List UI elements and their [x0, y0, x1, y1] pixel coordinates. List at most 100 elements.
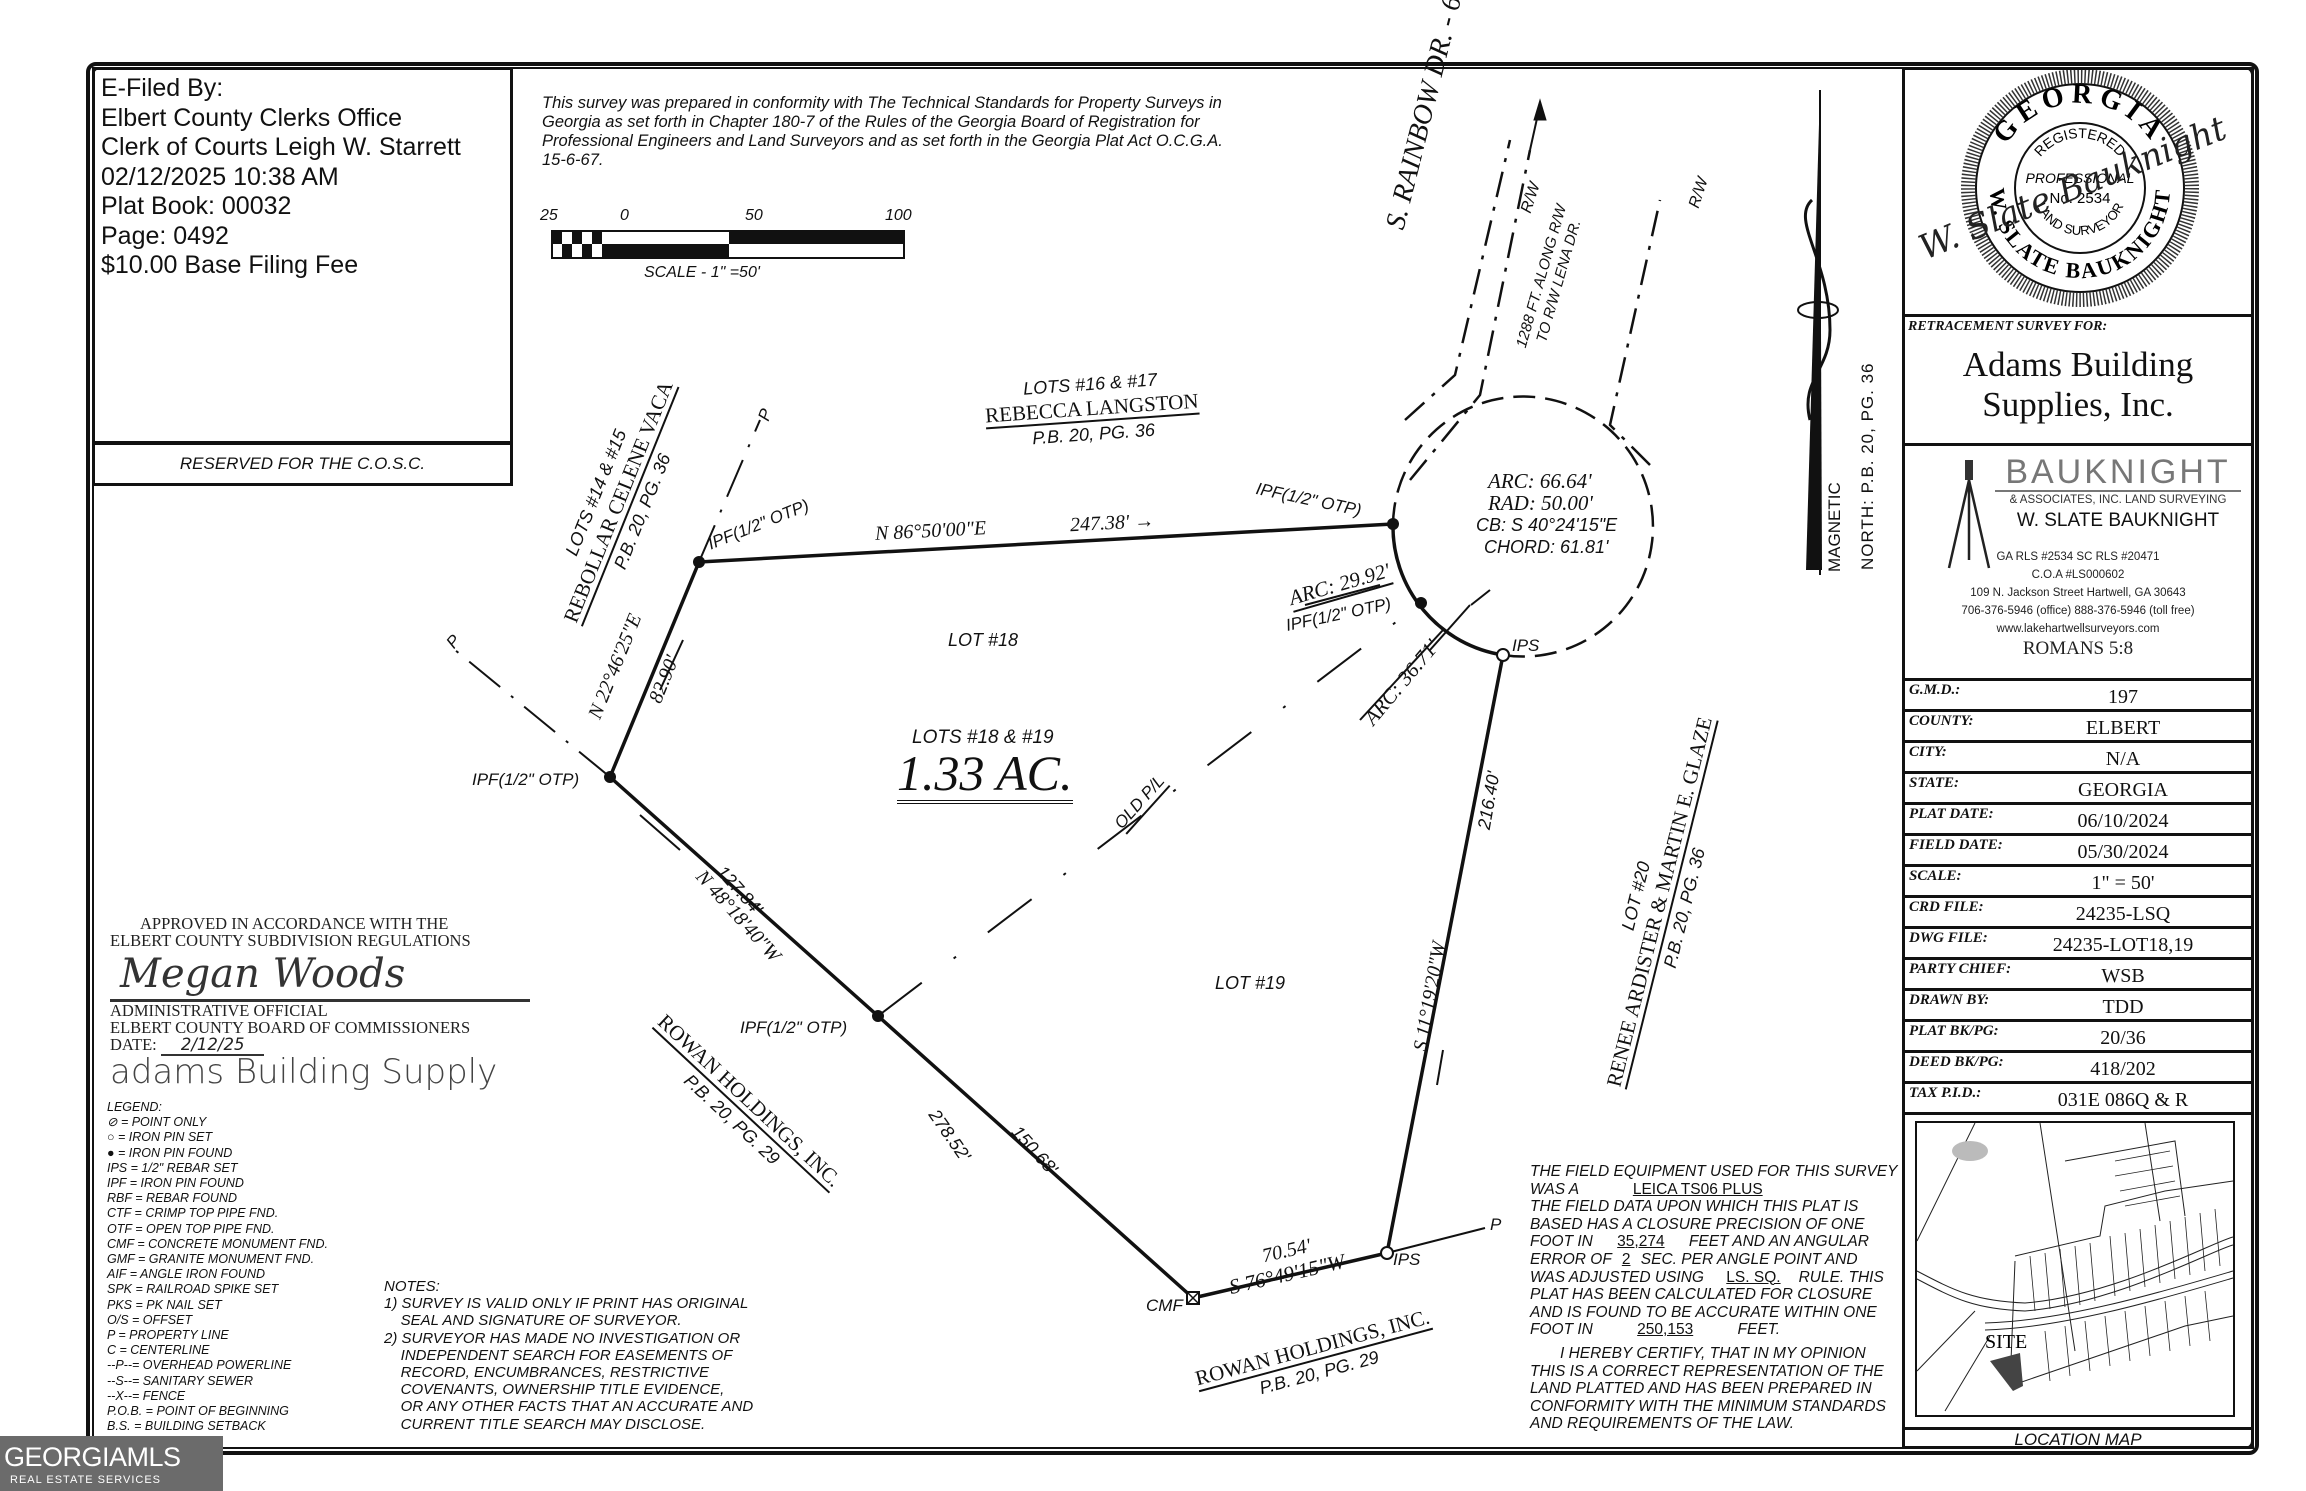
- company-subtitle: & ASSOCIATES, INC. LAND SURVEYING: [2009, 494, 2227, 506]
- seal-text: No. 2534: [2050, 190, 2111, 207]
- closure-value: 35,274: [1617, 1233, 1665, 1251]
- plat-border: [86, 62, 2259, 1455]
- legend: LEGEND:⊘ = POINT ONLY○ = IRON PIN SET● =…: [107, 1100, 328, 1434]
- property-line-symbol: P: [1490, 1215, 1502, 1234]
- iron-pin-set-icon: [1380, 1246, 1394, 1260]
- scale-bar-graphic: [551, 230, 905, 259]
- cert-line: SEC. PER ANGLE POINT AND: [1640, 1250, 1858, 1268]
- cert-line: AND REQUIREMENTS OF THE LAW.: [1530, 1415, 1795, 1433]
- ipf-label: IPF(1/2" OTP): [472, 770, 580, 789]
- location-map-graphic: SITE: [1915, 1121, 2235, 1417]
- efile-line: Elbert County Clerks Office: [101, 103, 403, 132]
- cert-line: FEET AND AN ANGULAR: [1688, 1233, 1869, 1251]
- info-value: N/A: [2105, 748, 2141, 770]
- info-label: PLAT DATE:: [1909, 806, 1994, 822]
- approval-text: ADMINISTRATIVE OFFICIAL: [110, 1001, 328, 1020]
- iron-pin-found-icon: [693, 556, 705, 568]
- coa-number: C.O.A #LS000602: [2031, 569, 2125, 581]
- north-reference-label: NORTH: P.B. 20, PG. 36: [1858, 362, 1877, 570]
- surveyor-seal-section: GEORGIA W. SLATE BAUKNIGHT REGISTERED LA…: [1905, 69, 2251, 317]
- curve-chord-bearing: CB: S 40°24'15"E: [1476, 515, 1618, 535]
- old-property-line: [877, 602, 1422, 1017]
- conformity-line: Georgia as set forth in Chapter 180-7 of…: [542, 113, 1200, 131]
- county-approval-stamp: APPROVED IN ACCORDANCE WITH THE ELBERT C…: [110, 915, 530, 1091]
- cmf-label: CMF: [1146, 1296, 1183, 1315]
- road-rw-middle: [1409, 149, 1532, 481]
- iron-pin-found-icon: [1415, 597, 1427, 609]
- cul-de-sac-rw: [1391, 395, 1655, 658]
- legend-item: SPK = RAILROAD SPIKE SET: [107, 1282, 279, 1297]
- ips-label: IPS: [1512, 636, 1540, 655]
- company-section: BAUKNIGHT & ASSOCIATES, INC. LAND SURVEY…: [1905, 446, 2251, 681]
- info-table-row: STATE:GEORGIA: [1905, 774, 2251, 805]
- legend-item: --X--= FENCE: [107, 1388, 186, 1403]
- legend-item: IPS = 1/2" REBAR SET: [107, 1160, 238, 1175]
- info-label: FIELD DATE:: [1909, 837, 2003, 853]
- north-magnetic-label: MAGNETIC: [1825, 482, 1844, 572]
- company-website: www.lakehartwellsurveyors.com: [1996, 623, 2160, 635]
- scale-tick: 100: [885, 207, 912, 224]
- license-numbers: GA RLS #2534 SC RLS #20471: [1996, 551, 2160, 563]
- info-value: ELBERT: [2085, 717, 2161, 739]
- iron-pin-found-icon: [1387, 518, 1399, 530]
- curve-chord: CHORD: 61.81': [1484, 537, 1609, 557]
- reserved-cosc-box: RESERVED FOR THE C.O.S.C.: [92, 442, 513, 486]
- notes-title: NOTES:: [384, 1278, 440, 1295]
- lot-18-label: LOT #18: [948, 630, 1019, 650]
- info-label: SCALE:: [1909, 868, 1962, 884]
- info-label: PLAT BK/PG:: [1909, 1023, 1999, 1039]
- retracement-section: RETRACEMENT SURVEY FOR: Adams Building S…: [1905, 317, 2251, 446]
- info-label: TAX P.I.D.:: [1909, 1085, 1982, 1101]
- info-table-row: SCALE:1" = 50': [1905, 867, 2251, 898]
- legend-item: B.S. = BUILDING SETBACK: [107, 1419, 266, 1434]
- site-parcel: [1990, 1353, 2023, 1391]
- info-table-row: TAX P.I.D.:031E 086Q & R: [1905, 1084, 2251, 1115]
- info-label: STATE:: [1909, 775, 1960, 791]
- note-line: INDEPENDENT SEARCH FOR EASEMENTS OF: [384, 1346, 733, 1364]
- legend-item: P = PROPERTY LINE: [107, 1328, 229, 1343]
- approval-date: 2/12/25: [160, 1035, 265, 1056]
- legend-item: P.O.B. = POINT OF BEGINNING: [107, 1404, 289, 1419]
- approval-text: ELBERT COUNTY SUBDIVISION REGULATIONS: [110, 931, 471, 950]
- conformity-line: 15-6-67.: [542, 151, 604, 169]
- scale-tick: 25: [540, 207, 558, 224]
- info-label: CRD FILE:: [1909, 899, 1984, 915]
- client-name: Adams Building: [1962, 345, 2194, 384]
- road-rw-east: [1608, 199, 1662, 466]
- scale-tick: 0: [620, 207, 629, 224]
- approval-text: APPROVED IN ACCORDANCE WITH THE: [140, 914, 449, 933]
- approval-text: ELBERT COUNTY BOARD OF COMMISSIONERS: [110, 1018, 471, 1037]
- boundary-east: [1385, 654, 1505, 1254]
- ips-label: IPS: [1393, 1250, 1421, 1269]
- info-label: G.M.D.:: [1909, 682, 1961, 698]
- boundary-south: [1192, 1251, 1388, 1300]
- georgia-mls-watermark: GEORGIAMLS REAL ESTATE SERVICES: [0, 1436, 223, 1491]
- conformity-line: Professional Engineers and Land Surveyor…: [542, 132, 1223, 150]
- info-table-row: DEED BK/PG:418/202: [1905, 1053, 2251, 1084]
- north-distance: 247.38' →: [1069, 509, 1155, 537]
- acreage-label: 1.33 AC.: [897, 746, 1073, 804]
- company-address: 109 N. Jackson Street Hartwell, GA 30643: [1970, 587, 2186, 599]
- cert-line: AND IS FOUND TO BE ACCURATE WITHIN ONE: [1530, 1303, 1877, 1321]
- info-label: DRAWN BY:: [1909, 992, 1990, 1008]
- note-line: 2) SURVEYOR HAS MADE NO INVESTIGATION OR: [384, 1329, 741, 1347]
- info-table-row: DWG FILE:24235-LOT18,19: [1905, 929, 2251, 960]
- info-table-row: PLAT BK/PG:20/36: [1905, 1022, 2251, 1053]
- legend-item: RBF = REBAR FOUND: [107, 1191, 237, 1206]
- scale-tick: 50: [745, 207, 763, 224]
- info-table-row: FIELD DATE:05/30/2024: [1905, 836, 2251, 867]
- field-certification: THE FIELD EQUIPMENT USED FOR THIS SURVEY…: [1530, 1163, 1897, 1433]
- info-value: 06/10/2024: [2077, 810, 2169, 832]
- iron-pin-set-icon: [1496, 648, 1510, 662]
- cert-line: FOOT IN: [1530, 1321, 1593, 1339]
- legend-item: --P--= OVERHEAD POWERLINE: [107, 1358, 292, 1373]
- retracement-label: RETRACEMENT SURVEY FOR:: [1908, 319, 2108, 334]
- efile-line: 02/12/2025 10:38 AM: [101, 162, 339, 191]
- adjoining-line-west: [454, 649, 611, 778]
- legend-item: IPF = IRON PIN FOUND: [107, 1176, 244, 1191]
- efile-line: E-Filed By:: [101, 74, 224, 102]
- legend-item: GMF = GRANITE MONUMENT FND.: [107, 1252, 315, 1267]
- watermark-brand: GEORGIAMLS: [4, 1442, 181, 1472]
- cert-line: THE FIELD DATA UPON WHICH THIS PLAT IS: [1530, 1198, 1859, 1216]
- info-label: DEED BK/PG:: [1909, 1054, 2004, 1070]
